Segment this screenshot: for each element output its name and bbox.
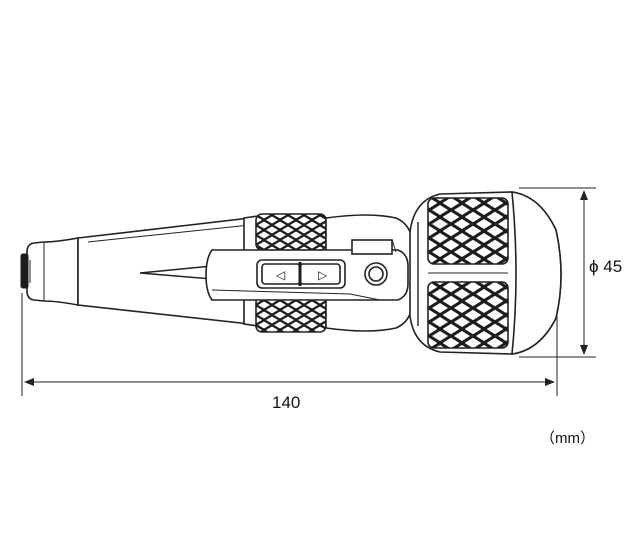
length-dimension: 140 (21, 293, 558, 412)
length-label: 140 (272, 393, 300, 412)
unit-label: （mm） (540, 430, 595, 447)
screwdriver-body: ◁ ▷ (20, 191, 562, 355)
arrow-left-icon: ◁ (276, 268, 286, 282)
direction-switch: ◁ ▷ (256, 259, 346, 289)
diameter-dimension: ϕ 45 (519, 187, 622, 358)
arrow-right-icon: ▷ (318, 268, 328, 282)
knurl-ring-top (255, 213, 327, 251)
grip-knurl-upper (427, 197, 509, 265)
knurl-ring-bottom (255, 295, 327, 333)
bit-holder (26, 237, 79, 306)
grip-knurl-lower (427, 281, 509, 349)
diameter-label: ϕ 45 (589, 257, 622, 276)
